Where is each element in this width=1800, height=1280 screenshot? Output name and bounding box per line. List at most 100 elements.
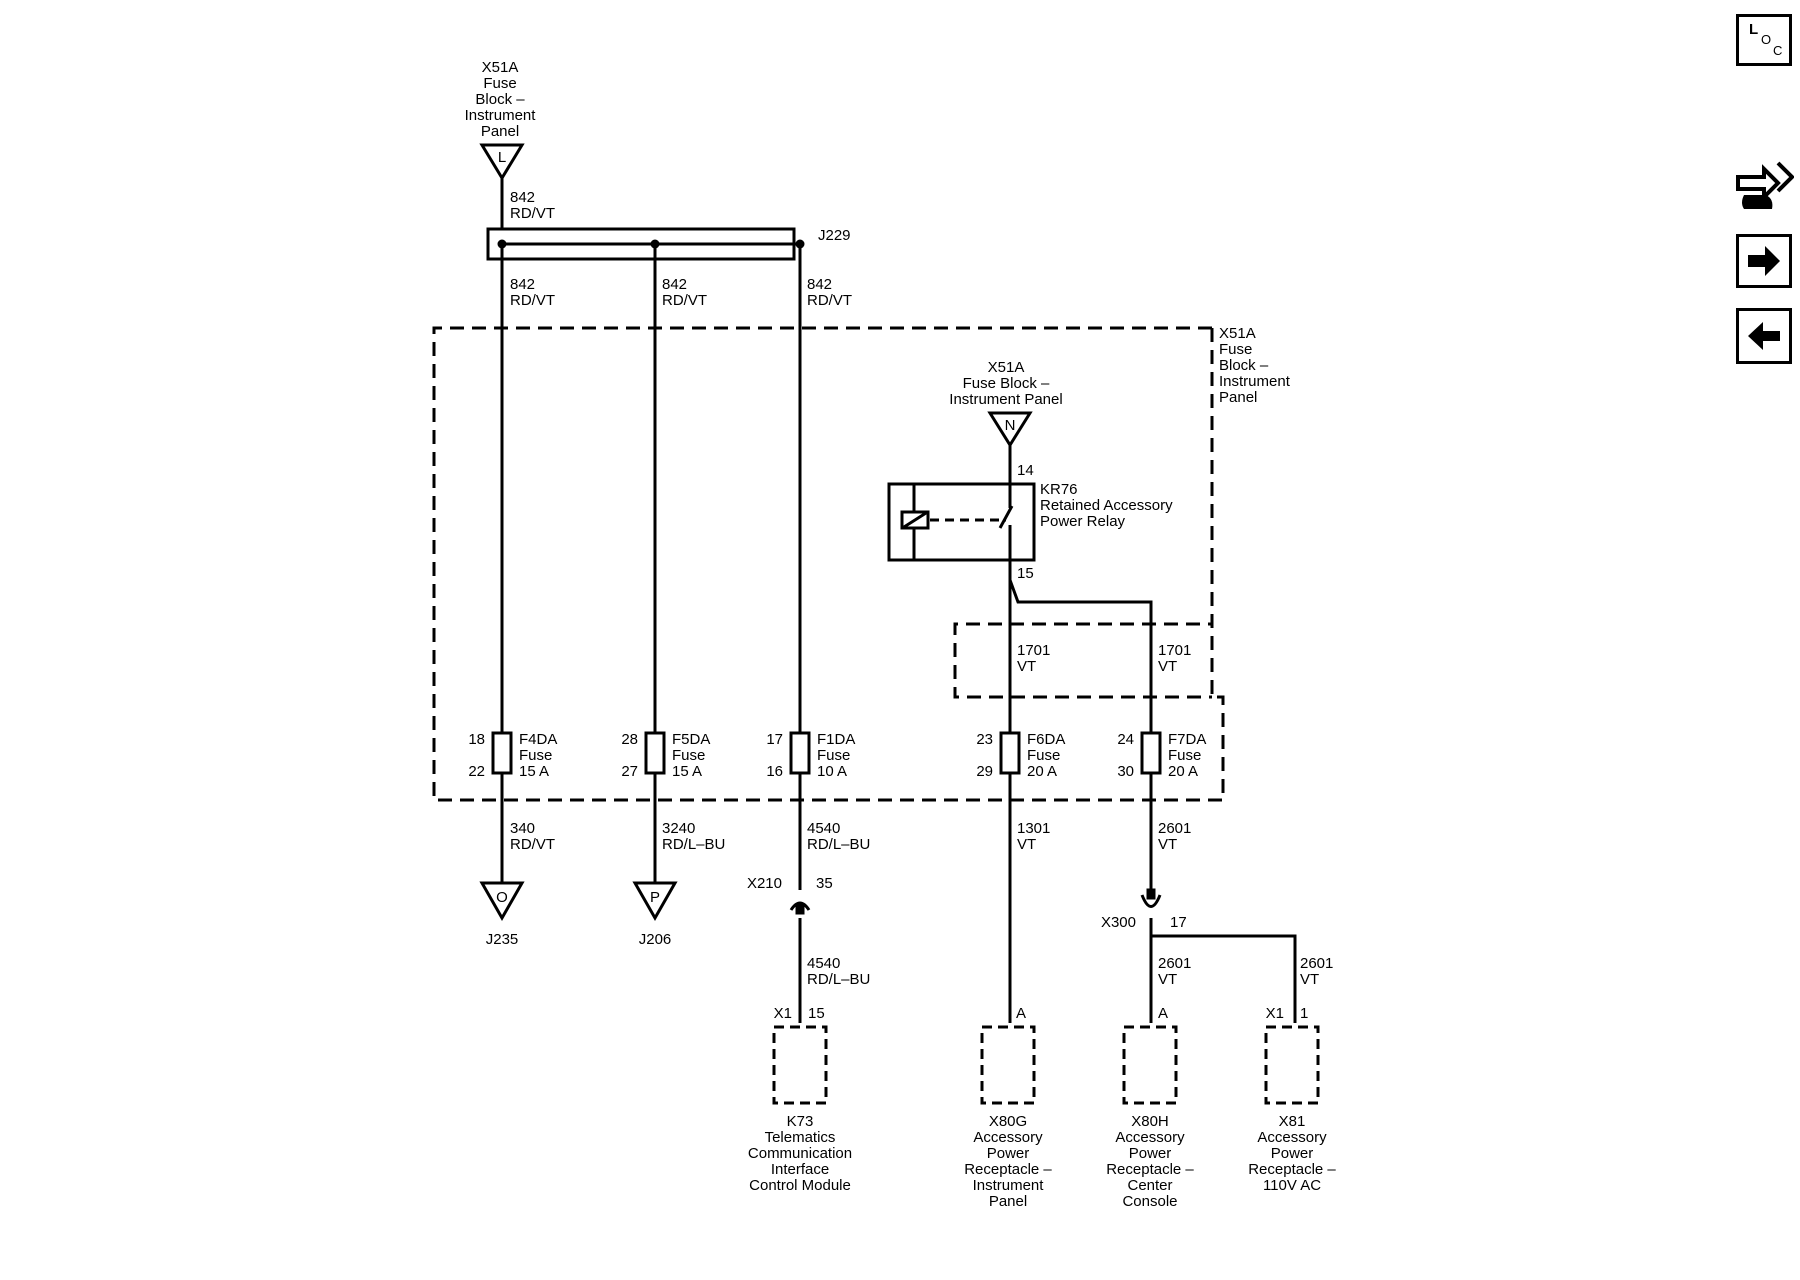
fuse-2-label-line-1: Fuse xyxy=(817,747,850,764)
wire-relay-out-1-label-line-0: 1701 xyxy=(1017,642,1050,659)
fuse-3-label-line-1: Fuse xyxy=(1027,747,1060,764)
fuse-0-label-line-2: 15 A xyxy=(519,763,549,780)
component-0-pin: 15 xyxy=(808,1005,825,1022)
wire-f1da-out2-label-line-0: 4540 xyxy=(807,955,840,972)
component-2-label-line-2: Power xyxy=(1129,1145,1172,1162)
loc-letter-o: O xyxy=(1761,32,1772,47)
wire-f7da-out-label-line-1: VT xyxy=(1158,836,1177,853)
right-fuse-block-label-line-0: X51A xyxy=(1219,325,1256,342)
fuse-4-pin-bottom: 30 xyxy=(1117,763,1134,780)
inline-connectors xyxy=(789,888,1162,915)
component-3-connector: X1 xyxy=(1266,1005,1284,1022)
component-3-label-line-3: Receptacle – xyxy=(1248,1161,1336,1178)
relay-fuse-block-label-line-0: X51A xyxy=(988,359,1025,376)
fuse-0-pin-bottom: 22 xyxy=(468,763,485,780)
relay-pin-in: 14 xyxy=(1017,462,1034,479)
component-2-label-line-4: Center xyxy=(1127,1177,1172,1194)
component-1-label-line-0: X80G xyxy=(989,1113,1027,1130)
wire-x300-2-label-line-0: 2601 xyxy=(1300,955,1333,972)
relay-kr76 xyxy=(887,445,1036,562)
arrow-right-icon xyxy=(1748,246,1780,276)
fuse-1-pin-bottom: 27 xyxy=(621,763,638,780)
fuse-3-label-line-0: F6DA xyxy=(1027,731,1065,748)
relay-fuse-block-label-line-1: Fuse Block – xyxy=(963,375,1050,392)
top-fuse-block-label-line-2: Block – xyxy=(475,91,525,108)
component-0-connector: X1 xyxy=(774,1005,792,1022)
relay-pin-out: 15 xyxy=(1017,565,1034,582)
wire-branch-2-label-line-1: RD/VT xyxy=(662,292,707,309)
fuse-3-label-line-2: 20 A xyxy=(1027,763,1057,780)
fuse-2-label-line-0: F1DA xyxy=(817,731,855,748)
component-2-label-line-1: Accessory xyxy=(1115,1129,1185,1146)
fuse-block-boundary xyxy=(432,326,1225,802)
fuse-3-pin-bottom: 29 xyxy=(976,763,993,780)
splice-dots xyxy=(497,239,805,249)
right-fuse-block-label-line-3: Instrument xyxy=(1219,373,1291,390)
component-2-label-line-0: X80H xyxy=(1131,1113,1169,1130)
component-3-pin: 1 xyxy=(1300,1005,1308,1022)
component-1-label-line-2: Power xyxy=(987,1145,1030,1162)
previous-page-button[interactable] xyxy=(1736,308,1792,364)
fuse-1-label-line-0: F5DA xyxy=(672,731,710,748)
component-0-label-line-0: K73 xyxy=(787,1113,814,1130)
right-fuse-block-label-line-4: Panel xyxy=(1219,389,1257,406)
loc-letter-l: L xyxy=(1749,21,1759,38)
fuse-symbols xyxy=(491,731,1162,775)
fuse-4-label-line-1: Fuse xyxy=(1168,747,1201,764)
terminal-l-letter: L xyxy=(498,149,506,166)
wire-f5da-out-label-line-1: RD/L–BU xyxy=(662,836,725,853)
terminal-triangles xyxy=(479,143,1033,922)
wire-f4da-out-label-line-1: RD/VT xyxy=(510,836,555,853)
fuse-2-pin-bottom: 16 xyxy=(766,763,783,780)
wire-x300-1-label-line-1: VT xyxy=(1158,971,1177,988)
component-1-label-line-1: Accessory xyxy=(973,1129,1043,1146)
component-3-label-line-2: Power xyxy=(1271,1145,1314,1162)
component-0-label-line-4: Control Module xyxy=(749,1177,851,1194)
wrench-arrows-icon[interactable] xyxy=(1734,155,1795,217)
component-3-label-line-4: 110V AC xyxy=(1263,1177,1321,1194)
wire-feed-label-line-1: RD/VT xyxy=(510,205,555,222)
fuse-0-label-line-0: F4DA xyxy=(519,731,557,748)
wire-f1da-out-label-line-1: RD/L–BU xyxy=(807,836,870,853)
splice-j229-label: J229 xyxy=(818,227,851,244)
component-1-label-line-3: Receptacle – xyxy=(964,1161,1052,1178)
component-1-pin: A xyxy=(1016,1005,1026,1022)
x300-pin: 17 xyxy=(1170,914,1187,931)
terminal-n-letter: N xyxy=(1005,417,1016,434)
loc-button[interactable]: L O C xyxy=(1736,14,1792,66)
wire-branch-3-label-line-1: RD/VT xyxy=(807,292,852,309)
terminal-p-letter: P xyxy=(650,889,660,906)
fuse-3-pin-top: 23 xyxy=(976,731,993,748)
fuse-4-label-line-0: F7DA xyxy=(1168,731,1206,748)
x300-name: X300 xyxy=(1101,914,1136,931)
fuse-2-pin-top: 17 xyxy=(766,731,783,748)
right-fuse-block-label-line-2: Block – xyxy=(1219,357,1269,374)
component-1-label-line-5: Panel xyxy=(989,1193,1027,1210)
component-0-label-line-3: Interface xyxy=(771,1161,829,1178)
component-2-label-line-5: Console xyxy=(1122,1193,1177,1210)
component-3-label-line-1: Accessory xyxy=(1257,1129,1327,1146)
component-2-pin: A xyxy=(1158,1005,1168,1022)
wire-feed-label-line-0: 842 xyxy=(510,189,535,206)
wire-f4da-out-label-line-0: 340 xyxy=(510,820,535,837)
terminal-o-letter: O xyxy=(496,889,508,906)
terminal-p-name: J206 xyxy=(639,931,672,948)
wire-branch-1-label-line-0: 842 xyxy=(510,276,535,293)
component-2-label-line-3: Receptacle – xyxy=(1106,1161,1194,1178)
wire-x300-2-label-line-1: VT xyxy=(1300,971,1319,988)
next-page-button[interactable] xyxy=(1736,234,1792,288)
x210-pin: 35 xyxy=(816,875,833,892)
wire-branch-2-label-line-0: 842 xyxy=(662,276,687,293)
wire-relay-out-1-label-line-1: VT xyxy=(1017,658,1036,675)
relay-kr76-label-line-1: Retained Accessory xyxy=(1040,497,1173,514)
component-0-label-line-2: Communication xyxy=(748,1145,852,1162)
relay-fuse-block-label-line-2: Instrument Panel xyxy=(949,391,1062,408)
right-fuse-block-label-line-1: Fuse xyxy=(1219,341,1252,358)
wire-x300-1-label-line-0: 2601 xyxy=(1158,955,1191,972)
component-0-label-line-1: Telematics xyxy=(765,1129,836,1146)
fuse-4-label-line-2: 20 A xyxy=(1168,763,1198,780)
top-fuse-block-label-line-4: Panel xyxy=(481,123,519,140)
wire-f7da-out-label-line-0: 2601 xyxy=(1158,820,1191,837)
loc-letter-c: C xyxy=(1773,43,1783,58)
